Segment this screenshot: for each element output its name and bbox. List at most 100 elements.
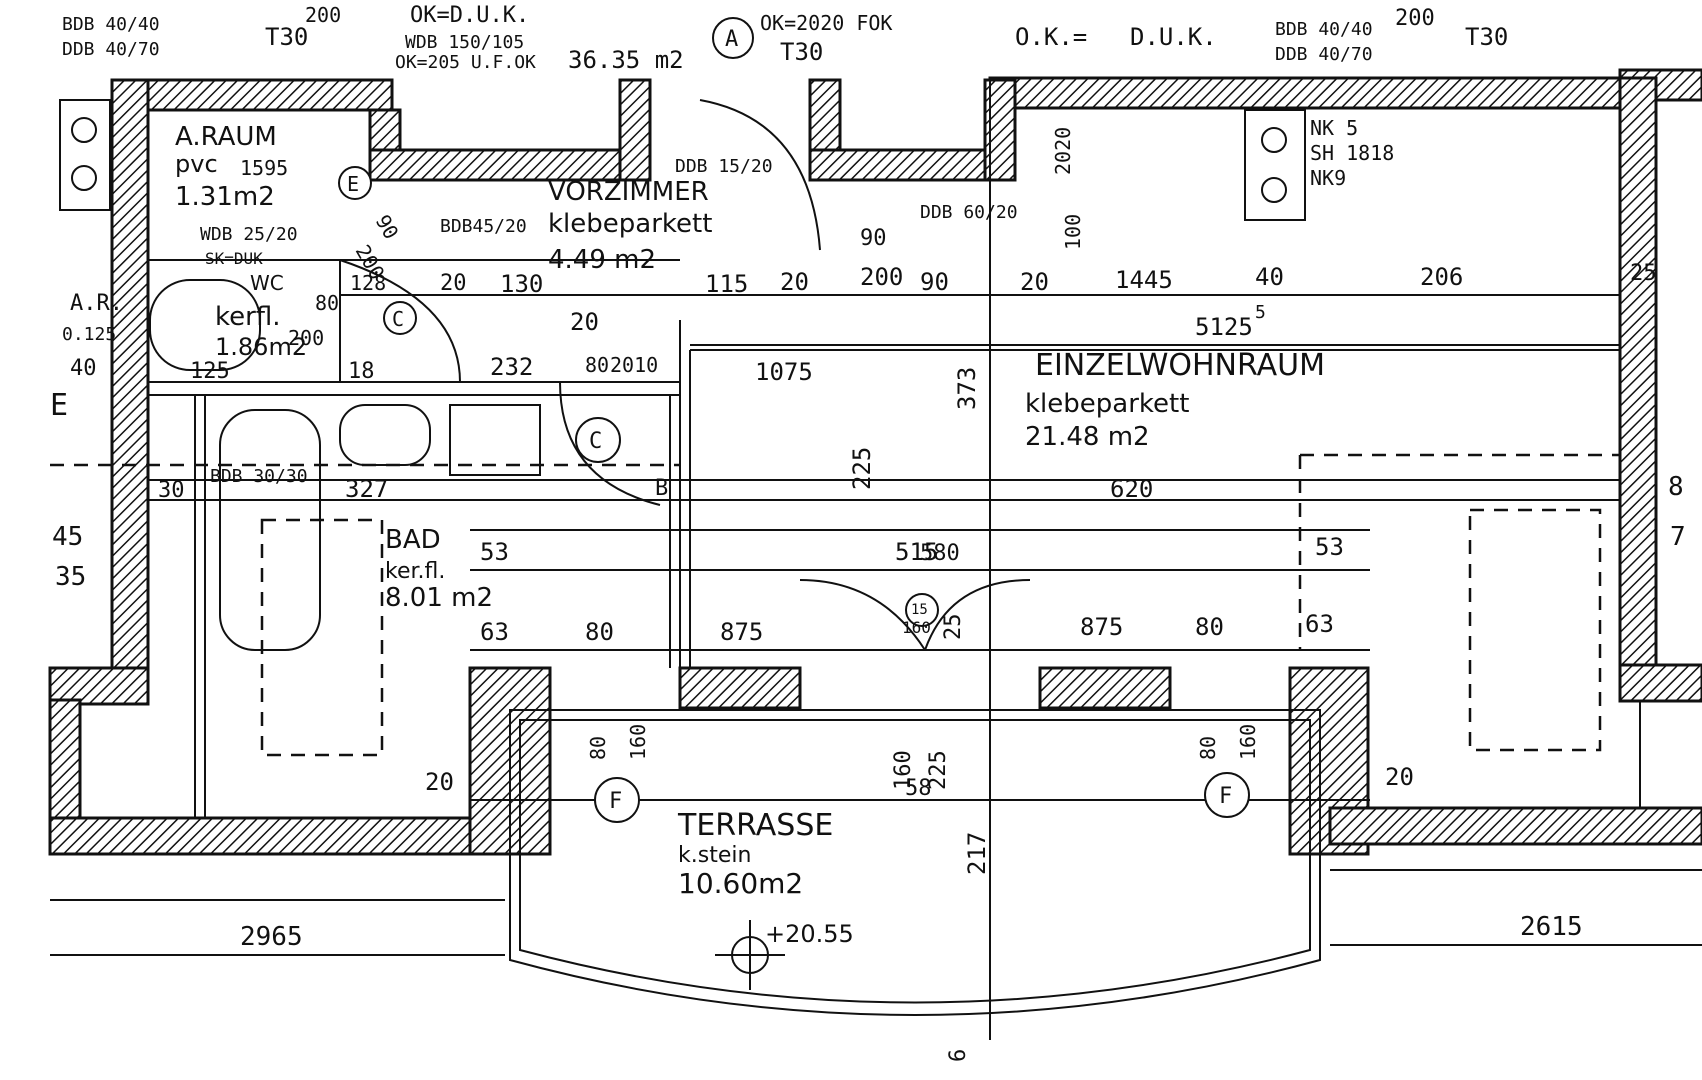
dimensions-d100-label: 100	[1061, 214, 1085, 250]
dimensions-d115-label: 115	[705, 270, 748, 298]
dimensions-d8-label: 8	[1668, 472, 1684, 502]
top-labels-ddb1-label: DDB 40/70	[62, 39, 160, 60]
dimensions-d5-label: 5	[1255, 302, 1266, 323]
markers-a-label: A	[725, 27, 738, 52]
top-labels-ok-label: O.K.=	[1015, 23, 1087, 51]
dimensions-d2615-label: 2615	[1520, 912, 1583, 942]
top-labels-bdb2-label: BDB 40/40	[1275, 19, 1373, 40]
dimensions-d80-label: 80	[315, 291, 339, 315]
dimensions-d90-label: 90	[920, 268, 949, 296]
vorzimmer-floor: klebeparkett	[548, 209, 712, 239]
wc-name: WC	[250, 271, 284, 295]
dimensions-d2010-label: 2010	[610, 353, 658, 377]
dimensions-d20f-label: 20	[1385, 763, 1414, 791]
terrasse-level: +20.55	[765, 920, 854, 948]
bad-name: BAD	[385, 525, 441, 555]
dimensions-d128-label: 128	[350, 271, 386, 295]
araum-area: 1.31m2	[175, 182, 275, 212]
dimensions-d18-label: 18	[348, 359, 375, 384]
markers-b-label: B	[655, 476, 668, 501]
dimensions-d80f-label: 80	[1196, 736, 1220, 760]
dimensions-d1595-label: 1595	[240, 156, 288, 180]
dimensions-d160-label: 160	[626, 724, 650, 760]
dimensions-d217-label: 217	[963, 832, 991, 875]
room-labels: A.RAUM pvc 1.31m2 VORZIMMER klebeparkett…	[175, 122, 1325, 948]
dimensions-d80b-label: 80	[585, 353, 609, 377]
dimensions-d5125-label: 5125	[1195, 313, 1253, 341]
equipment-ar-label: A.R.	[70, 291, 123, 316]
dimensions-d2965-label: 2965	[240, 922, 303, 952]
wall-bottom-right	[1328, 806, 1702, 846]
dimensions-d1445-label: 1445	[1115, 266, 1173, 294]
chimney-box-2	[59, 99, 111, 211]
dimensions-d30-label: 30	[158, 478, 185, 503]
top-labels-d200-label: 200	[305, 3, 341, 27]
wall-bottom-left	[48, 816, 507, 856]
dimensions-d160c-label: 160	[1236, 724, 1260, 760]
markers-c2-label: C	[589, 429, 602, 454]
wc-floor: kerfl.	[215, 302, 280, 332]
wall-shaft-5	[808, 148, 1012, 182]
equipment-nk5-label: NK 5	[1310, 116, 1358, 140]
dimensions-d25b-label: 25	[941, 614, 966, 641]
markers-c1-label: C	[392, 307, 404, 331]
markers-f1-label: F	[609, 789, 622, 814]
dimensions-d63-label: 63	[480, 618, 509, 646]
door-swings	[339, 99, 1031, 651]
dimensions-d63b-label: 63	[1305, 610, 1334, 638]
top-labels-d200b-label: 200	[1395, 6, 1435, 31]
wall-top-mid	[988, 76, 1632, 110]
washbasin	[339, 404, 431, 466]
dimensions-d225-label: 225	[848, 447, 876, 490]
bathtub	[219, 409, 321, 651]
wall-right-lower	[1618, 663, 1702, 703]
shower-box	[449, 404, 541, 476]
dimensions-d130-label: 130	[500, 270, 543, 298]
dimensions-d80e-label: 80	[586, 736, 610, 760]
top-labels-t30a-label: T30	[265, 23, 308, 51]
dimensions-d20e-label: 20	[425, 768, 454, 796]
top-labels-bdb1-label: BDB 40/40	[62, 14, 160, 35]
wc-bowl	[149, 279, 261, 371]
dimensions-d35-label: 35	[55, 562, 86, 592]
marker-labels: A E C C 15 160 F F B E	[50, 27, 1232, 814]
markers-d15-label: 15	[911, 602, 928, 618]
dimensions-d2020-label: 2020	[1051, 127, 1075, 175]
einzelwohnraum-name: EINZELWOHNRAUM	[1035, 348, 1325, 383]
dimensions-d373-label: 373	[953, 367, 981, 410]
einzelwohnraum-floor: klebeparkett	[1025, 389, 1189, 419]
dimensions-d7-label: 7	[1670, 522, 1686, 552]
wall-left-outer	[110, 78, 150, 672]
equipment-ar-val-label: 0.125	[62, 324, 116, 345]
top-labels-ok-duk-label: OK=D.U.K.	[410, 3, 529, 28]
markers-e-left-label: E	[50, 388, 68, 423]
terrasse-area: 10.60m2	[678, 867, 803, 900]
bathtub-outline	[260, 518, 384, 757]
equipment-sh-label: SH 1818	[1310, 141, 1394, 165]
dimensions-d25-label: 25	[1630, 261, 1657, 286]
top-labels-area3635-label: 36.35 m2	[568, 46, 684, 74]
dimensions-d225b-label: 225	[926, 750, 951, 790]
equipment-sk-duk-label: SK=DUK	[205, 249, 263, 268]
dimensions-d232-label: 232	[490, 353, 533, 381]
dimensions-d875-label: 875	[720, 618, 763, 646]
araum-name: A.RAUM	[175, 122, 277, 152]
dimensions-d580-label: 580	[920, 541, 960, 566]
equipment-nk9-label: NK9	[1310, 166, 1346, 190]
equipment-bdb3030-label: BDB 30/30	[210, 466, 308, 487]
dimensions-d515-label: 515	[895, 538, 938, 566]
wall-right-outer	[1618, 76, 1658, 680]
top-labels-wdb-label: WDB 150/105	[405, 32, 524, 53]
dimensions-d40-label: 40	[1255, 263, 1284, 291]
dimensions-d875b-label: 875	[1080, 613, 1123, 641]
wall-facade-seg1	[678, 666, 802, 710]
top-labels-ok2020-label: OK=2020 FOK	[760, 11, 892, 35]
dimensions-d1075-label: 1075	[755, 358, 813, 386]
dimensions-d40b-label: 40	[70, 356, 97, 381]
dimensions-d620-label: 620	[1110, 475, 1153, 503]
dimensions-d327-label: 327	[345, 475, 388, 503]
top-labels-t30c-label: T30	[1465, 23, 1508, 51]
dimensions-d90c-label: 90	[371, 211, 404, 244]
dimensions-d20d-label: 20	[570, 308, 599, 336]
